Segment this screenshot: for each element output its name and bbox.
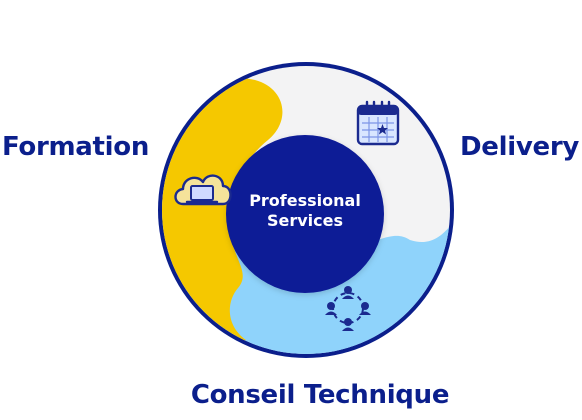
cloud-laptop-icon (174, 174, 232, 206)
calendar-icon (356, 100, 400, 146)
formation-label: Formation (2, 132, 150, 162)
center-title-line1: Professional (249, 191, 361, 210)
conseil-technique-label: Conseil Technique (190, 380, 450, 410)
delivery-label: Delivery (460, 132, 579, 162)
center-circle (226, 135, 384, 293)
team-network-icon (325, 286, 371, 331)
center-title-line2: Services (267, 211, 343, 230)
